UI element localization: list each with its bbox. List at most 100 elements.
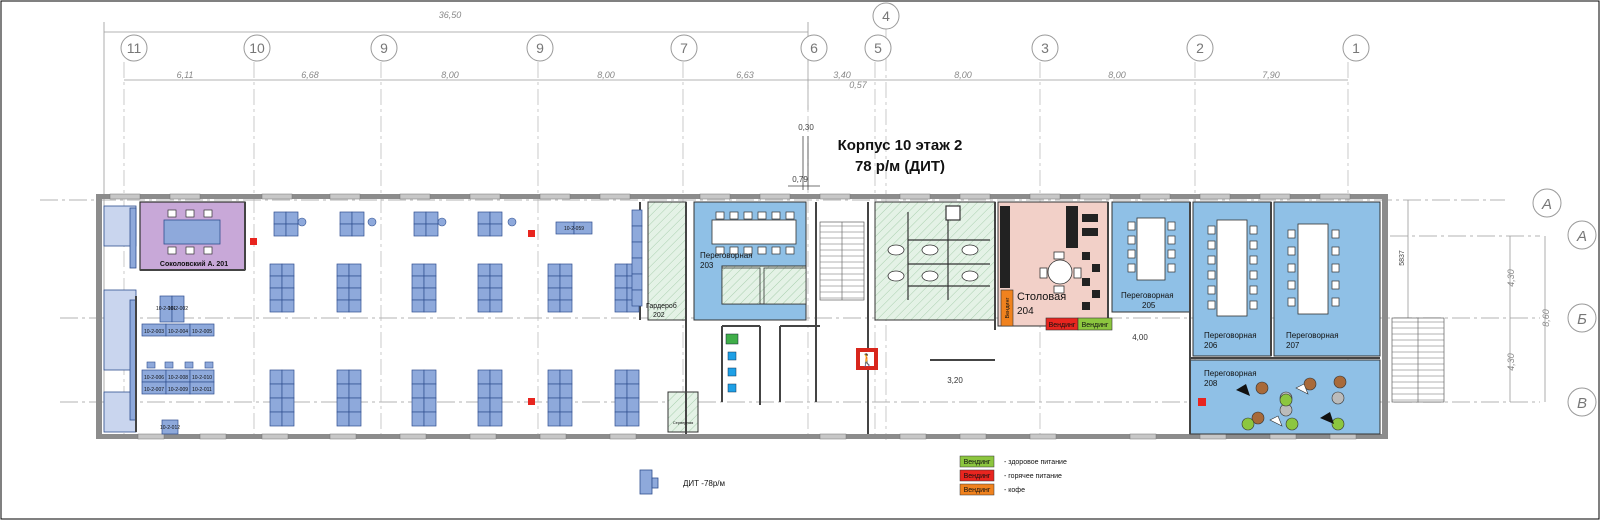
red-marker-3 <box>528 398 535 405</box>
room-garderob[interactable] <box>647 201 687 321</box>
axis-circle-4 <box>670 34 698 62</box>
window-top-5 <box>469 193 501 200</box>
window-bottom-13 <box>1199 433 1227 440</box>
desk-cluster-lower-5 <box>614 369 628 385</box>
vending-healthy-label: Вендинг <box>1082 322 1109 329</box>
chair-205 <box>1127 249 1136 259</box>
desk-cluster-upper-0 <box>281 287 295 301</box>
desk-b1 <box>171 295 185 323</box>
chair-207 <box>1287 297 1296 307</box>
chair-206 <box>1249 225 1258 235</box>
room-wc[interactable] <box>874 201 996 321</box>
desk-cluster-lower-5 <box>626 397 640 413</box>
chair-206 <box>1249 300 1258 310</box>
lounge-armchair-white <box>1269 415 1283 427</box>
lounge-brown-2 <box>1333 375 1347 389</box>
desk-cluster-upper-4 <box>559 299 573 313</box>
room-server[interactable] <box>667 391 699 433</box>
vending-healthy[interactable] <box>1077 317 1113 331</box>
dim-span-4: 8,00 <box>597 70 615 80</box>
dim-span-7: 8,00 <box>954 70 972 80</box>
desk-cluster-upper-4 <box>559 275 573 289</box>
chair-203 <box>715 246 725 255</box>
stair-steps-right <box>1392 321 1444 401</box>
chair-206 <box>1207 225 1216 235</box>
dim-span-8: 8,00 <box>1108 70 1126 80</box>
desk-cluster-lower-0 <box>281 369 295 385</box>
axis-circle-1 <box>243 34 271 62</box>
desk-cluster-upper-0 <box>269 275 283 289</box>
desk-cluster-upper-2 <box>423 275 437 289</box>
axis-4-circle <box>872 2 900 30</box>
room-hatched-203c <box>763 267 807 305</box>
axis-right-b: Б <box>1577 311 1587 328</box>
legend-swatch-label-2: Вендинг <box>964 487 991 494</box>
label-meeting-206: Переговорная <box>1204 331 1257 340</box>
window-top-1 <box>169 193 201 200</box>
axis-circle-6 <box>864 34 892 62</box>
desk-cluster-upper-5 <box>614 287 628 301</box>
chair-203 <box>771 211 781 220</box>
dim-030: 0,30 <box>798 123 814 132</box>
desk-cluster-lower-4 <box>559 411 573 427</box>
desk-cluster-upper-5 <box>614 263 628 277</box>
window-top-15 <box>1139 193 1171 200</box>
desk-cluster-lower-3 <box>477 411 491 427</box>
dim-span-9: 7,90 <box>1262 70 1280 80</box>
window-top-18 <box>1319 193 1351 200</box>
legend-desc-0: - здоровое питание <box>1004 459 1067 466</box>
chair-201 <box>203 246 213 255</box>
dim-overall: 36,50 <box>439 10 462 20</box>
red-marker-1 <box>250 238 257 245</box>
chair-201 <box>185 209 195 218</box>
desk-cluster-lower-1 <box>348 383 362 399</box>
desk-cluster-upper-1 <box>348 263 362 277</box>
legend-desc-1: - горячее питание <box>1004 473 1062 480</box>
chair-top-3 <box>507 217 517 227</box>
dim-057: 0,57 <box>849 80 868 90</box>
outer-walls <box>96 194 1388 439</box>
dim-right-3: 4,30 <box>1506 353 1516 371</box>
vending-hot-label: Вендинг <box>1049 322 1076 329</box>
chair-206 <box>1207 300 1216 310</box>
axis-label-8: 2 <box>1196 40 1204 56</box>
chair-201 <box>203 209 213 218</box>
window-top-14 <box>1079 193 1111 200</box>
desk-cluster-lower-2 <box>423 383 437 399</box>
dining-chair-8 <box>1082 302 1090 310</box>
desk-label-b2-0: 10-2-003 <box>144 329 164 335</box>
vending-coffee[interactable] <box>1000 289 1014 327</box>
desk-top-3 <box>477 223 491 237</box>
chair-207 <box>1331 297 1340 307</box>
desk-cluster-upper-5 <box>614 299 628 313</box>
desk-cluster-lower-1 <box>348 369 362 385</box>
window-bottom-14 <box>1269 433 1297 440</box>
chair-206 <box>1249 255 1258 265</box>
axis-label-2: 9 <box>380 40 388 56</box>
desk-top-1 <box>351 211 365 225</box>
desk-cluster-upper-0 <box>281 275 295 289</box>
desk-top-0 <box>273 223 287 237</box>
desk-cluster-lower-2 <box>411 369 425 385</box>
chair-206 <box>1207 285 1216 295</box>
equipment-blue <box>727 351 737 393</box>
chair-top-1 <box>367 217 377 227</box>
desk-cluster-upper-4 <box>547 275 561 289</box>
red-marker-2 <box>528 230 535 237</box>
chair-206 <box>1249 240 1258 250</box>
desk-b5 <box>161 419 179 435</box>
dining-chair-3 <box>1090 228 1098 236</box>
dining-chair-7 <box>1092 290 1100 298</box>
desk-column-7 <box>631 209 643 227</box>
axis-circle-9 <box>1342 34 1370 62</box>
desk-059 <box>573 221 593 235</box>
chair-top-2 <box>437 217 447 227</box>
room-hatched-203b <box>721 267 761 305</box>
dining-chair-6 <box>1082 278 1090 286</box>
lounge-green-3 <box>1279 393 1293 407</box>
desk-cluster-lower-0 <box>281 383 295 399</box>
desk-cluster-upper-0 <box>269 263 283 277</box>
desk-cluster-lower-4 <box>559 383 573 399</box>
window-bottom-4 <box>399 433 427 440</box>
dining-counter <box>1000 206 1010 288</box>
